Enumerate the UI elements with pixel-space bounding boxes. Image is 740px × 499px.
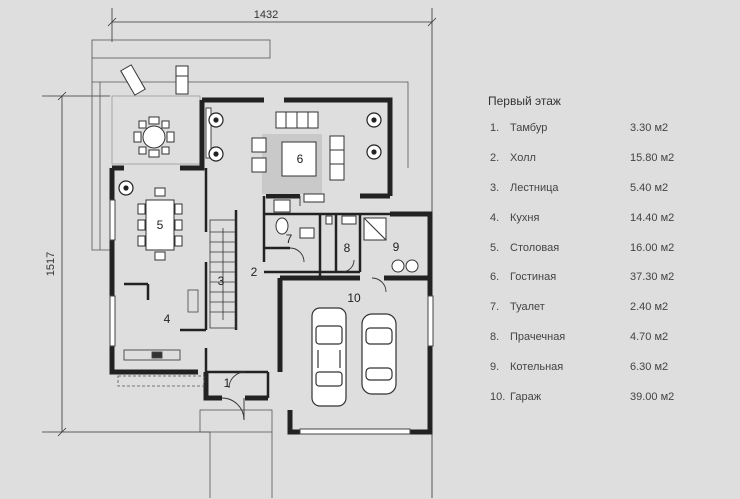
room-label-8: 8 bbox=[344, 241, 351, 255]
width-dimension-label: 1432 bbox=[254, 9, 278, 21]
staircase-icon bbox=[187, 219, 237, 329]
room-label-1: 1 bbox=[224, 376, 231, 390]
legend-row: 8. Прачечная 4.70 м2 bbox=[488, 331, 733, 361]
room-number: 5. bbox=[490, 241, 500, 254]
room-name: Столовая bbox=[510, 241, 560, 254]
room-label-4: 4 bbox=[164, 312, 171, 326]
terrace-outline bbox=[91, 39, 409, 251]
legend-title: Первый этаж bbox=[488, 94, 561, 108]
room-number: 2. bbox=[490, 151, 500, 164]
room-label-7: 7 bbox=[286, 232, 293, 246]
room-name: Холл bbox=[510, 151, 536, 164]
room-label-3: 3 bbox=[218, 274, 225, 288]
room-number: 6. bbox=[490, 271, 500, 284]
legend-row: 6. Гостиная 37.30 м2 bbox=[488, 271, 733, 301]
room-area: 15.80 м2 bbox=[630, 151, 675, 164]
legend-row: 7. Туалет 2.40 м2 bbox=[488, 301, 733, 331]
legend-row: 10. Гараж 39.00 м2 bbox=[488, 391, 733, 421]
sofa-icon bbox=[251, 111, 345, 181]
bathroom-fixtures bbox=[273, 193, 419, 273]
entry-porch bbox=[117, 375, 273, 498]
room-number: 1. bbox=[490, 122, 500, 134]
room-name: Котельная bbox=[510, 361, 564, 374]
room-area: 2.40 м2 bbox=[630, 301, 669, 314]
room-area: 5.40 м2 bbox=[630, 181, 669, 194]
room-label-9: 9 bbox=[393, 240, 400, 254]
room-name: Прачечная bbox=[510, 331, 566, 344]
sun-lounger-icon bbox=[120, 64, 189, 96]
room-label-2: 2 bbox=[251, 265, 258, 279]
legend-row: 4. Кухня 14.40 м2 bbox=[488, 212, 733, 242]
legend-row: 3. Лестница 5.40 м2 bbox=[488, 182, 733, 212]
room-number: 7. bbox=[490, 301, 500, 314]
plant-icon bbox=[118, 112, 382, 196]
legend-row: 1. Тамбур 3.30 м2 bbox=[488, 122, 733, 152]
legend-row: 5. Столовая 16.00 м2 bbox=[488, 242, 733, 272]
room-name: Гараж bbox=[510, 391, 542, 404]
room-name: Туалет bbox=[510, 301, 545, 314]
height-dimension-label: 1517 bbox=[45, 252, 57, 276]
room-area: 3.30 м2 bbox=[630, 122, 669, 134]
room-area: 14.40 м2 bbox=[630, 211, 675, 224]
legend-row: 9. Котельная 6.30 м2 bbox=[488, 361, 733, 391]
room-number: 3. bbox=[490, 181, 500, 194]
room-number: 4. bbox=[490, 211, 500, 224]
car-icon bbox=[311, 307, 397, 407]
room-area: 4.70 м2 bbox=[630, 331, 669, 344]
room-name: Гостиная bbox=[510, 271, 557, 284]
room-name: Кухня bbox=[510, 211, 540, 224]
room-area: 16.00 м2 bbox=[630, 241, 675, 254]
room-label-10: 10 bbox=[347, 291, 361, 305]
room-area: 39.00 м2 bbox=[630, 391, 675, 404]
doors bbox=[221, 196, 387, 421]
room-area: 6.30 м2 bbox=[630, 361, 669, 374]
room-labels: 1 2 3 4 5 6 7 8 9 10 bbox=[157, 152, 400, 390]
round-table-icon bbox=[133, 116, 175, 158]
room-name: Тамбур bbox=[510, 122, 548, 134]
room-number: 8. bbox=[490, 331, 500, 344]
room-legend: Первый этаж 1. Тамбур 3.30 м2 2. Холл 15.80 … bbox=[488, 94, 733, 421]
room-area: 37.30 м2 bbox=[630, 271, 675, 284]
room-number: 10. bbox=[490, 391, 506, 404]
legend-row: 2. Холл 15.80 м2 bbox=[488, 152, 733, 182]
room-label-5: 5 bbox=[157, 218, 164, 232]
kitchen-counter-icon bbox=[123, 349, 181, 361]
dining-table-icon bbox=[137, 187, 183, 261]
room-name: Лестница bbox=[510, 181, 559, 194]
room-number: 9. bbox=[490, 361, 500, 374]
windows bbox=[109, 107, 434, 435]
room-label-6: 6 bbox=[297, 152, 304, 166]
height-dimension bbox=[42, 91, 210, 437]
